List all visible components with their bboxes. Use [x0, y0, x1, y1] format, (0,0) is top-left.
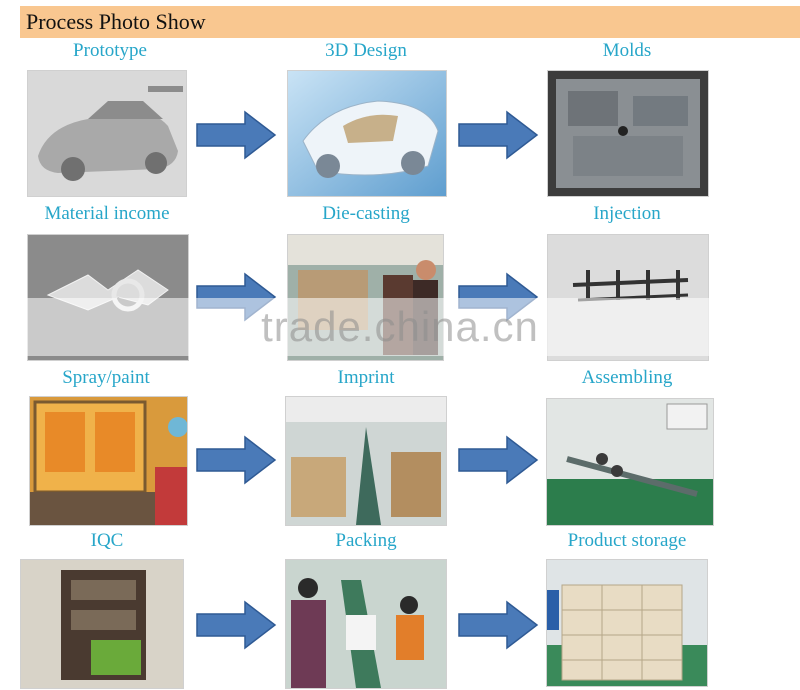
- step-label-die-casting: Die-casting: [322, 203, 410, 224]
- photo-spray-paint: [29, 396, 188, 526]
- page-title: Process Photo Show: [26, 9, 206, 34]
- right-arrow-icon: [196, 110, 277, 160]
- photo-assembling: [546, 398, 714, 526]
- step-label-packing: Packing: [335, 530, 397, 551]
- right-arrow-icon: [196, 435, 277, 485]
- photo-imprint: [285, 396, 447, 526]
- step-label-material-income: Material income: [44, 203, 170, 224]
- step-label-product-storage: Product storage: [567, 530, 687, 551]
- right-arrow-icon: [458, 600, 539, 650]
- right-arrow-icon: [458, 435, 539, 485]
- step-label-molds: Molds: [602, 40, 652, 61]
- photo-3d-design: [287, 70, 447, 197]
- photo-prototype: [27, 70, 187, 197]
- photo-iqc: [20, 559, 184, 689]
- step-label-assembling: Assembling: [581, 367, 673, 388]
- watermark-text: trade.china.cn: [261, 303, 539, 350]
- right-arrow-icon: [458, 110, 539, 160]
- header-bar: Process Photo Show: [20, 6, 800, 38]
- step-label-3d-design: 3D Design: [325, 40, 407, 61]
- step-label-injection: Injection: [593, 203, 661, 224]
- step-label-iqc: IQC: [90, 530, 124, 551]
- step-label-prototype: Prototype: [73, 40, 147, 61]
- watermark-band: trade.china.cn: [0, 298, 800, 356]
- right-arrow-icon: [196, 600, 277, 650]
- step-label-spray-paint: Spray/paint: [62, 367, 150, 388]
- photo-product-storage: [546, 559, 708, 687]
- photo-molds: [547, 70, 709, 197]
- photo-packing: [285, 559, 447, 689]
- step-label-imprint: Imprint: [337, 367, 395, 388]
